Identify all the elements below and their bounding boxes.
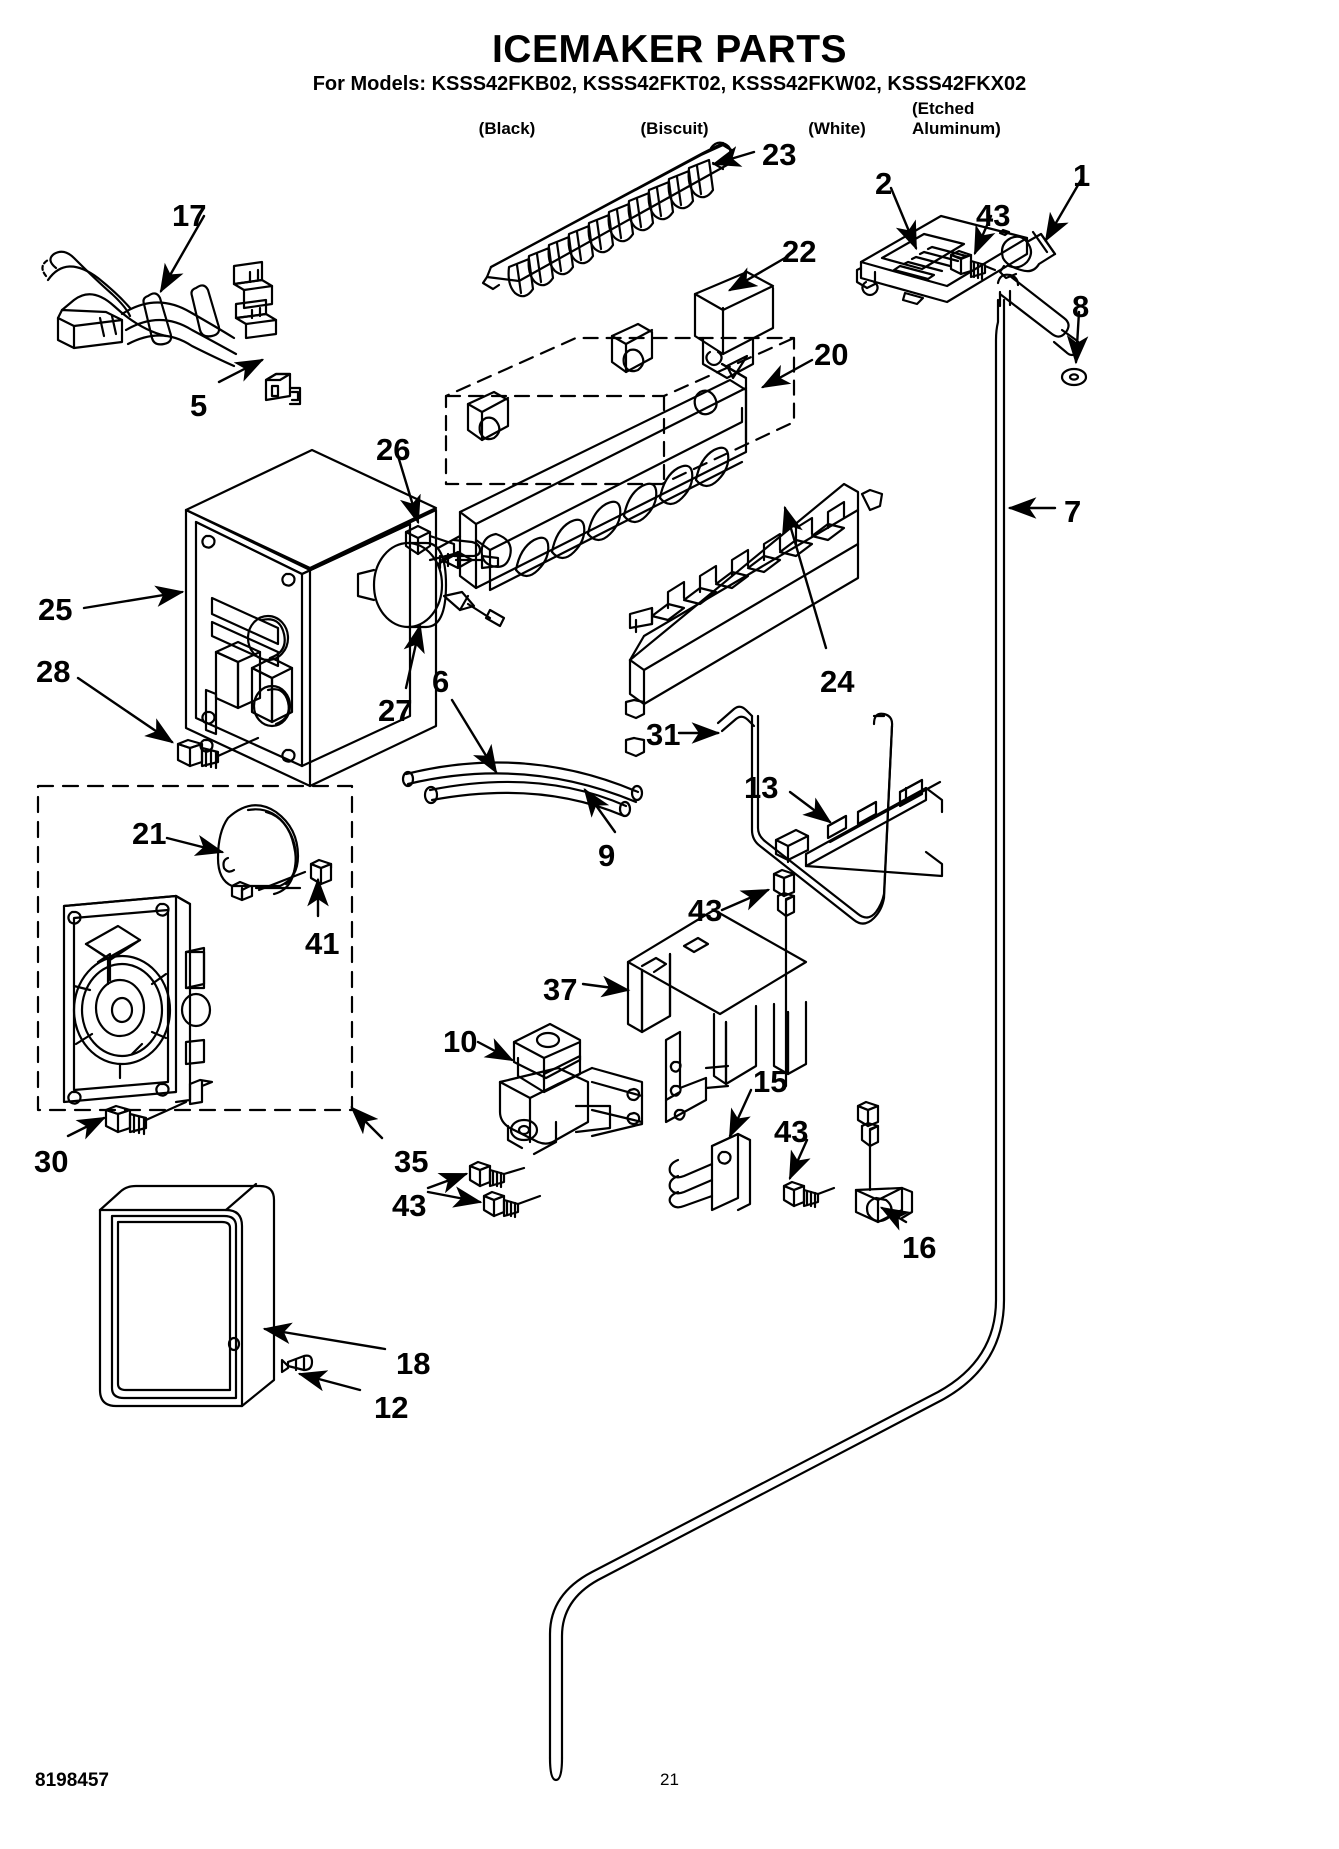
callout-leader-5 bbox=[219, 360, 265, 382]
callout-leader-26 bbox=[398, 456, 421, 525]
callout-28: 28 bbox=[36, 654, 71, 689]
model-list: For Models: KSSS42FKB02, KSSS42FKT02, KS… bbox=[312, 73, 1027, 95]
callout-37: 37 bbox=[543, 972, 578, 1007]
callout-43-mid: 43 bbox=[688, 893, 723, 928]
callout-leader-37 bbox=[583, 975, 631, 998]
callout-leader-18 bbox=[262, 1322, 385, 1349]
callout-leader-8 bbox=[1066, 312, 1089, 365]
part-screw-30 bbox=[106, 1102, 186, 1134]
part-icemaker-housing bbox=[186, 450, 436, 786]
color-black: (Black) bbox=[478, 119, 536, 138]
part-shutoff-arm bbox=[718, 707, 892, 924]
callout-leader-25 bbox=[84, 585, 185, 608]
part-mounting-bracket bbox=[857, 216, 1027, 304]
callout-leader-2 bbox=[891, 188, 916, 251]
callout-41: 41 bbox=[305, 926, 340, 961]
callout-leader-16 bbox=[879, 1206, 911, 1231]
callout-leader-43-br bbox=[790, 1140, 811, 1181]
callout-20: 20 bbox=[814, 337, 849, 372]
callout-23: 23 bbox=[762, 137, 797, 172]
callout-leader-28 bbox=[78, 678, 174, 744]
part-clamp-bracket bbox=[670, 1134, 750, 1210]
callout-22: 22 bbox=[782, 234, 817, 269]
callout-16: 16 bbox=[902, 1230, 937, 1265]
callout-leader-22 bbox=[727, 258, 785, 292]
callout-7: 7 bbox=[1064, 494, 1082, 529]
callout-leader-24 bbox=[782, 505, 826, 648]
callout-10: 10 bbox=[443, 1024, 478, 1059]
part-screw-43-mid bbox=[774, 870, 794, 1086]
callout-leader-12 bbox=[297, 1370, 360, 1392]
callout-26: 26 bbox=[376, 432, 411, 467]
callout-8: 8 bbox=[1072, 289, 1090, 324]
callout-18: 18 bbox=[396, 1346, 431, 1381]
callout-leader-17 bbox=[161, 216, 204, 294]
part-washer-8 bbox=[1062, 369, 1086, 385]
footer-page-number: 21 bbox=[660, 1770, 679, 1789]
callout-31: 31 bbox=[646, 717, 681, 752]
callout-24: 24 bbox=[820, 664, 855, 699]
part-ejector-blade-assembly bbox=[483, 143, 733, 297]
part-screw-28 bbox=[178, 738, 258, 768]
callout-43-top: 43 bbox=[976, 198, 1011, 233]
part-screw-16-top bbox=[858, 1102, 878, 1190]
callout-15: 15 bbox=[753, 1064, 788, 1099]
callout-leader-23 bbox=[711, 146, 754, 167]
color-white: (White) bbox=[808, 119, 866, 138]
callout-leader-9 bbox=[583, 788, 615, 832]
callout-13: 13 bbox=[744, 770, 779, 805]
callout-21: 21 bbox=[132, 816, 167, 851]
part-plug-button-12 bbox=[282, 1356, 312, 1372]
callout-30: 30 bbox=[34, 1144, 69, 1179]
part-wiring-harness bbox=[42, 252, 276, 366]
part-water-valve bbox=[500, 1024, 642, 1154]
callout-leader-27 bbox=[403, 623, 425, 688]
callout-leader-10 bbox=[478, 1038, 515, 1060]
footer-part-number: 8198457 bbox=[35, 1770, 109, 1791]
callout-17: 17 bbox=[172, 198, 207, 233]
part-screw-43-bottom-left bbox=[470, 1162, 540, 1217]
callout-2: 2 bbox=[875, 166, 893, 201]
callout-6: 6 bbox=[432, 664, 450, 699]
part-retainer-clip bbox=[266, 374, 300, 404]
callout-43-br: 43 bbox=[774, 1114, 809, 1149]
callout-12: 12 bbox=[374, 1390, 409, 1425]
callout-leader-13 bbox=[790, 792, 832, 824]
part-screw-43-top bbox=[951, 251, 995, 279]
part-screw-43-br bbox=[784, 1182, 834, 1207]
callout-leader-20 bbox=[760, 360, 812, 387]
callout-leader-15 bbox=[730, 1090, 751, 1139]
callout-leader-6 bbox=[452, 700, 498, 775]
part-ice-mold bbox=[438, 324, 746, 590]
part-ice-stripper bbox=[626, 484, 882, 756]
callout-leader-43-top bbox=[975, 216, 996, 256]
dashed-box-20 bbox=[446, 338, 794, 484]
part-motor-mounting-plate bbox=[64, 896, 212, 1104]
callout-leader-43-bl bbox=[428, 1174, 483, 1208]
callout-5: 5 bbox=[190, 388, 208, 423]
callout-43-bl: 43 bbox=[392, 1188, 427, 1223]
part-tube-clip-16 bbox=[856, 1188, 912, 1222]
callout-leader-30 bbox=[68, 1118, 107, 1140]
color-legend: (Black)(Biscuit)(White)(Etched Aluminum) bbox=[0, 99, 1339, 139]
callout-9: 9 bbox=[598, 838, 616, 873]
callout-27: 27 bbox=[378, 693, 413, 728]
callout-35: 35 bbox=[394, 1144, 429, 1179]
callout-1: 1 bbox=[1073, 158, 1091, 193]
callout-leader-35 bbox=[350, 1106, 382, 1138]
color-biscuit: (Biscuit) bbox=[640, 119, 709, 138]
part-drive-motor bbox=[218, 805, 300, 900]
part-access-cover bbox=[100, 1184, 274, 1406]
page-title: ICEMAKER PARTS bbox=[491, 28, 848, 71]
part-wire-harness-bracket bbox=[776, 780, 942, 876]
callout-leader-1 bbox=[1044, 180, 1081, 243]
callout-leader-21 bbox=[167, 835, 225, 856]
callout-leader-43-mid bbox=[722, 890, 771, 910]
callout-25: 25 bbox=[38, 592, 73, 627]
part-water-fill-cup bbox=[695, 272, 773, 378]
